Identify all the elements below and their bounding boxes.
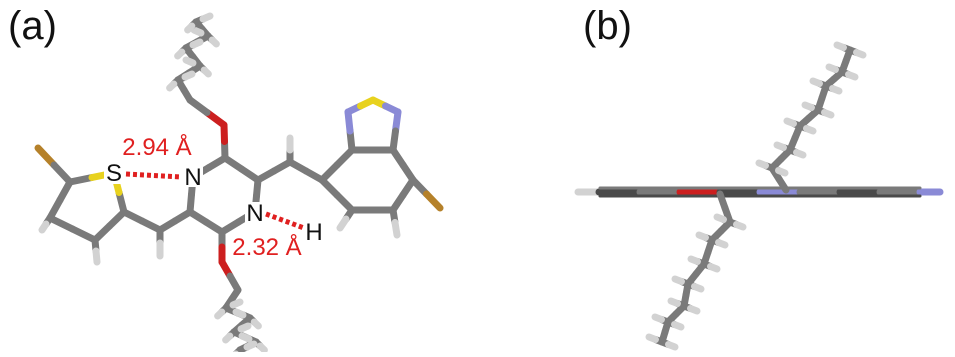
bond <box>687 305 701 315</box>
distance-label-n-h: 2.32 Å <box>232 233 301 261</box>
bond <box>182 56 197 67</box>
bond <box>208 36 220 48</box>
bond <box>174 48 186 60</box>
bond <box>687 255 701 265</box>
bond <box>203 109 228 129</box>
bond <box>389 127 399 154</box>
bond <box>695 231 709 241</box>
bond <box>50 161 74 186</box>
bond <box>671 321 685 331</box>
bond <box>243 340 258 351</box>
contact-n-h <box>265 211 305 231</box>
nitrogen-label-bg <box>183 165 203 187</box>
contact-s-n <box>125 171 182 180</box>
bond <box>773 141 787 151</box>
bond <box>318 176 341 199</box>
bond <box>691 283 705 293</box>
bond <box>845 71 859 81</box>
bond <box>645 333 659 343</box>
bond <box>38 220 50 234</box>
bond <box>775 167 789 177</box>
bond <box>671 275 685 285</box>
bond <box>333 191 356 214</box>
bond <box>92 247 101 266</box>
bond <box>229 298 244 309</box>
bond <box>222 332 234 344</box>
bond <box>238 332 253 343</box>
bond <box>391 219 401 239</box>
sulfur-atom-label: S <box>106 160 122 187</box>
bond <box>715 239 729 249</box>
bond <box>200 66 212 78</box>
bond <box>665 341 679 351</box>
bond <box>184 22 196 34</box>
bond <box>66 174 96 186</box>
bond <box>190 26 205 37</box>
bond <box>825 63 839 73</box>
bond <box>803 125 817 135</box>
bond <box>809 77 823 87</box>
bond <box>821 109 835 119</box>
bond <box>333 146 356 169</box>
nitrogen-atom-label-lower: N <box>246 200 263 227</box>
bond <box>336 215 350 232</box>
bond <box>69 225 99 244</box>
bond <box>707 263 721 273</box>
bond <box>318 161 341 184</box>
panel-label-b: (b) <box>583 4 632 48</box>
bond <box>755 159 769 169</box>
panel-label-a: (a) <box>8 4 57 48</box>
interaction-lines <box>125 171 305 231</box>
bond <box>34 144 58 169</box>
bond <box>186 96 211 116</box>
bond <box>250 318 262 330</box>
bond <box>423 190 444 212</box>
nitrogen-atom-label-upper: N <box>184 164 201 191</box>
bond <box>833 41 847 51</box>
bond <box>237 322 252 333</box>
bond <box>667 297 681 307</box>
bond <box>801 101 815 111</box>
sulfur-label-bg <box>104 162 124 184</box>
bond <box>232 308 247 319</box>
bond <box>199 12 214 23</box>
panel-b-structure <box>574 41 944 351</box>
bond <box>186 208 210 226</box>
bond <box>256 342 268 354</box>
bond <box>651 313 665 323</box>
hydrogen-atom-label: H <box>305 219 322 246</box>
bond <box>189 38 204 49</box>
hydrogen-label-bg <box>305 221 323 243</box>
distance-label-s-n: 2.94 Å <box>122 133 191 161</box>
bond <box>793 149 807 159</box>
panel-a-structure <box>34 12 444 357</box>
bond <box>181 70 196 81</box>
atom-labels: S N N H 2.94 Å 2.32 Å <box>104 133 323 261</box>
bond <box>733 221 747 231</box>
bond <box>46 214 76 233</box>
nitrogen-label-bg-lower <box>245 202 265 224</box>
bond <box>783 117 797 127</box>
bond <box>214 308 226 320</box>
bond <box>853 49 867 59</box>
bond <box>166 80 178 92</box>
bond <box>829 85 843 95</box>
bond <box>713 213 727 223</box>
